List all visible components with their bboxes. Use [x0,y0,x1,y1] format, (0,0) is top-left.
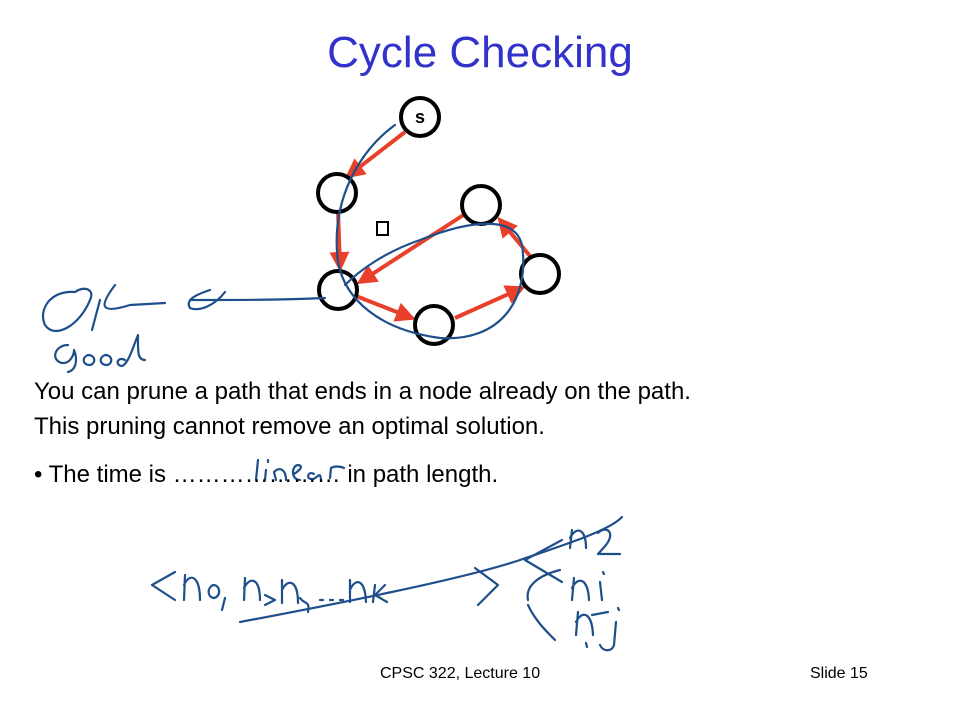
node-b [317,269,359,311]
edge-e-b [356,212,467,285]
small-square-marker [376,221,389,236]
n0-handwriting [182,573,227,612]
cycle-loop-stroke [335,123,525,340]
slide-title: Cycle Checking [327,28,633,77]
body-line-2: This pruning cannot remove an optimal so… [34,413,545,440]
edges [329,130,532,322]
crossing-stroke [238,515,624,624]
edge-s-a [344,130,407,179]
edge-c-d [454,285,526,320]
ok-handwriting [41,283,167,332]
body-text: You can prune a path that ends in a node… [34,374,691,444]
nodes [316,96,561,346]
ink-annotations [41,123,624,652]
right-angle-bracket [473,566,500,607]
neighbor-bracket-mid [526,568,562,602]
bullet-dots: ………………… [172,461,341,488]
footer-course: CPSC 322, Lecture 10 [380,665,541,682]
node-e [460,184,502,226]
footer-slide-number: Slide 15 [810,665,868,682]
node-d [519,253,561,295]
arrow-left-stroke [187,288,327,311]
left-angle-bracket [150,570,177,602]
nk-handwriting [318,578,389,604]
bullet-suffix: in path length. [340,461,499,488]
bullet-time-complexity: • The time is ………………… in path length. [34,461,498,489]
edge-b-c [355,294,416,322]
ni-handwriting [570,570,606,602]
node-a [316,172,358,214]
body-line-1: You can prune a path that ends in a node… [34,378,691,405]
good-handwriting [54,333,147,374]
linear-handwriting [254,458,346,482]
neighbor-bracket-low [526,603,557,642]
node-s [399,96,441,138]
n2-handwriting [568,528,622,556]
n1-n2-handwriting [242,576,310,614]
bullet-prefix: • The time is [34,461,173,488]
nj-handwriting [574,606,621,652]
start-node-label: s [415,107,425,127]
neighbor-bracket-top [523,538,564,584]
